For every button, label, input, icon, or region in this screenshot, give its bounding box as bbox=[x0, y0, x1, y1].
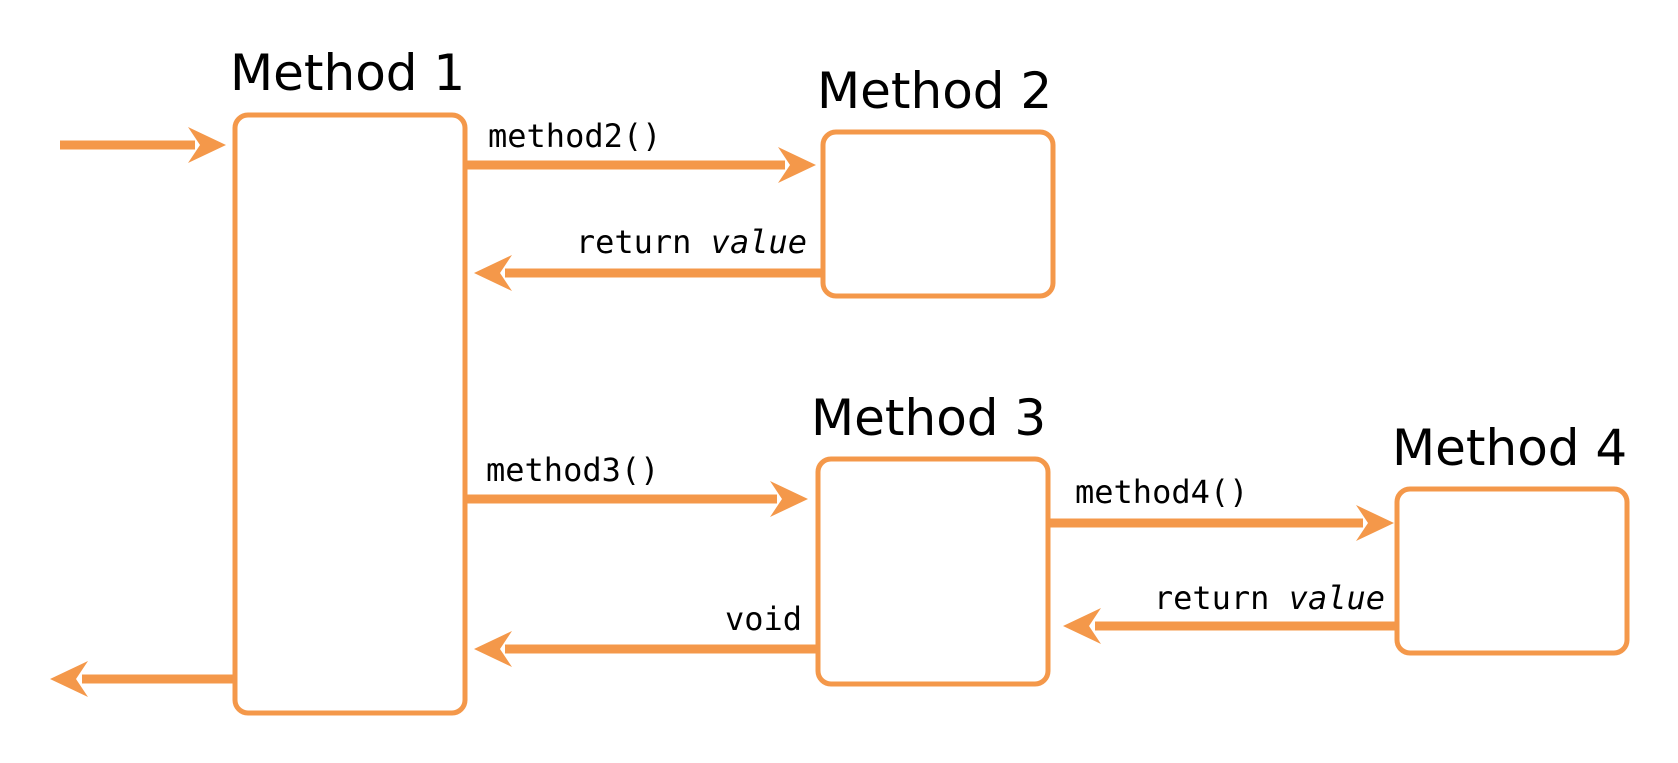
return-value: value bbox=[1289, 579, 1385, 617]
entry-arrow bbox=[60, 127, 226, 163]
return-value: value bbox=[711, 223, 807, 261]
return-arrow-method4 bbox=[1063, 608, 1397, 644]
method-3-box bbox=[815, 456, 1051, 687]
method3-call-label: method3() bbox=[486, 451, 659, 489]
method3-return-label: void bbox=[725, 600, 802, 638]
method-2-title: Method 2 bbox=[817, 62, 1052, 120]
call-arrow-method4 bbox=[1050, 505, 1394, 541]
call-arrow-method2 bbox=[467, 147, 816, 183]
return-arrow-method2 bbox=[474, 255, 823, 291]
method2-call-label: method2() bbox=[488, 117, 661, 155]
call-arrow-method3 bbox=[467, 481, 808, 517]
return-arrow-method3 bbox=[474, 631, 818, 667]
method4-return-label: return value bbox=[1154, 579, 1385, 617]
method-4-box bbox=[1394, 486, 1630, 656]
return-keyword: return bbox=[576, 223, 692, 261]
method2-return-label: return value bbox=[576, 223, 807, 261]
method-3-title: Method 3 bbox=[811, 389, 1046, 447]
method-1-box bbox=[232, 112, 468, 716]
method4-call-label: method4() bbox=[1075, 473, 1248, 511]
exit-arrow bbox=[50, 661, 233, 697]
method-2-box bbox=[820, 129, 1056, 299]
method-4-title: Method 4 bbox=[1392, 419, 1627, 477]
method-1-title: Method 1 bbox=[230, 44, 465, 102]
return-keyword: return bbox=[1154, 579, 1270, 617]
